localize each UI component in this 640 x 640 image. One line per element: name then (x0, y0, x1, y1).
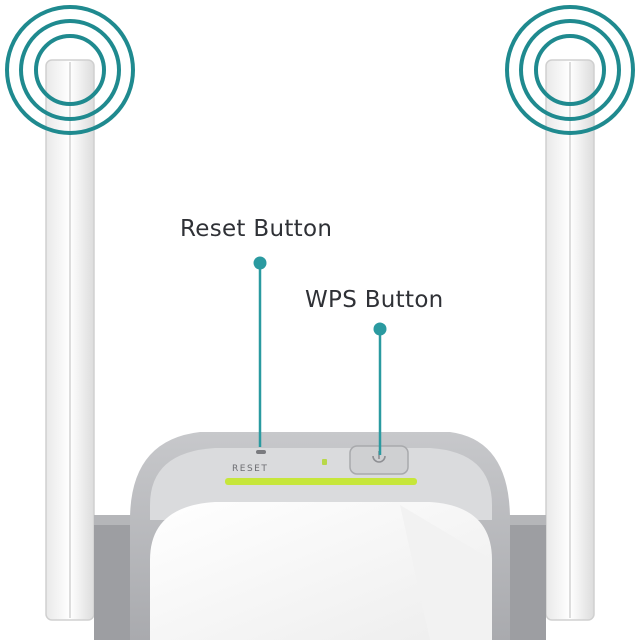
left-antenna (45, 59, 138, 640)
reset-pinhole (256, 450, 266, 454)
reset-callout (253, 256, 267, 447)
reset-panel-text: RESET (232, 464, 268, 474)
led-strip (225, 478, 417, 485)
device-body: RESET (130, 432, 510, 640)
reset-button-label: Reset Button (180, 216, 333, 242)
signal-rings-icon (5, 5, 135, 135)
right-antenna (502, 59, 595, 640)
signal-rings-icon (505, 5, 635, 135)
wps-button-label: WPS Button (305, 287, 444, 313)
wps-callout (373, 322, 387, 455)
